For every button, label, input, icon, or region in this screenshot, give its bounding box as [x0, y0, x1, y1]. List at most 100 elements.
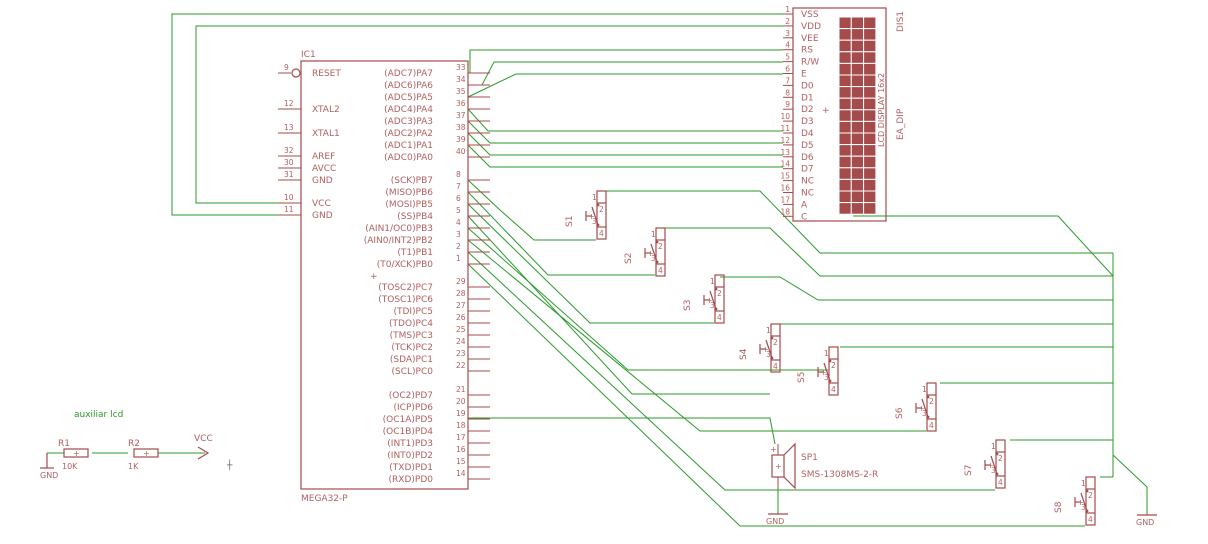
lcd-cell: [850, 144, 865, 157]
pin-label: R/W: [801, 58, 819, 68]
pin-number: 17: [780, 195, 790, 204]
switch-pin-number: 4: [831, 385, 836, 394]
resistor-value: 10K: [62, 462, 78, 471]
pin-label: NC: [801, 177, 814, 187]
pin-number: 14: [780, 160, 790, 169]
lcd-cell: [863, 155, 877, 169]
switch-pin-number: 1: [1081, 479, 1086, 488]
pin-number: 39: [456, 135, 466, 144]
lcd-cell: [850, 51, 865, 64]
lcd-cell: [838, 16, 852, 30]
pin-number: 20: [456, 397, 466, 406]
resistor-value: 1K: [128, 462, 139, 471]
pin-number: 26: [456, 313, 466, 322]
pin-label: (ADC7)PA7: [384, 69, 433, 79]
pin-label: D4: [801, 129, 814, 139]
lcd-cell: [838, 86, 852, 99]
lcd-pin-17: 17A: [780, 195, 808, 210]
ic-pin-37: 37(ADC3)PA3: [384, 111, 490, 127]
lcd-cell: [863, 28, 877, 41]
switch-name: S5: [797, 372, 807, 383]
lcd-cell: [863, 97, 877, 111]
lcd-character-grid: [838, 16, 877, 215]
pin-label: (ADC6)PA6: [384, 81, 433, 91]
pin-number: 11: [780, 124, 790, 133]
lcd-cell: [838, 74, 852, 88]
pin-number: 9: [785, 100, 790, 109]
switch-pin-number: 3: [710, 301, 715, 310]
pin-label: XTAL2: [312, 105, 340, 115]
pin-label: (OC1A)PD5: [383, 415, 433, 425]
lcd-pin-5: 5R/W: [783, 53, 819, 68]
pin-label: (RXD)PD0: [389, 475, 434, 485]
switch-pin-number: 1: [922, 385, 927, 394]
lcd-cell: [838, 144, 852, 157]
lcd-package: EA_DIP: [896, 108, 906, 140]
pin-number: 3: [785, 29, 790, 38]
ic-pin-1: 1(T0/XCK)PB0: [377, 254, 490, 270]
pin-number: 37: [456, 111, 466, 120]
lcd-cell: [863, 202, 877, 215]
pin-label: (ICP)PD6: [394, 403, 434, 413]
ic-pin-26: 26 (TDO)PC4: [389, 313, 490, 329]
pin-label: (TDO)PC4: [389, 319, 433, 329]
switch-pin-number: 4: [599, 229, 604, 238]
pin-label: (T0/XCK)PB0: [377, 260, 434, 270]
switch-pin-number: 1: [710, 277, 715, 286]
pin-number: 4: [456, 218, 461, 227]
switch-mark: +: [588, 212, 595, 221]
pin-label: (TDI)PC5: [393, 307, 433, 317]
pin-label: D5: [801, 141, 814, 151]
pin-number: 19: [456, 409, 466, 418]
vcc-label: VCC: [194, 434, 213, 444]
lcd-pin-18: 18C: [780, 207, 807, 222]
ic-pin-19: 19 (OC1A)PD5: [383, 409, 490, 425]
lcd-value: LCD DISPLAY 16x2: [877, 73, 886, 147]
lcd-cell: [838, 120, 852, 134]
pin-number: 15: [456, 457, 466, 466]
speaker-value: SMS-1308MS-2-R: [801, 470, 878, 480]
pin-label: E: [801, 70, 807, 80]
lcd-cell: [850, 120, 865, 134]
switch-pin-number: 4: [658, 266, 663, 275]
pin-number: 8: [785, 88, 790, 97]
switch-pin-number: 2: [773, 338, 778, 347]
lcd-cell: [850, 202, 865, 215]
pin-label: (SS)PB4: [397, 212, 433, 222]
ic-pin-23: 23(SDA)PC1: [390, 349, 490, 365]
pin-number: 38: [456, 123, 466, 132]
switch-pin-number: 3: [592, 217, 597, 226]
resistor-name: R1: [58, 439, 70, 449]
lcd-origin-cross: +: [822, 106, 830, 116]
ic-pin-28: 28(TOSC1)PC6: [378, 289, 490, 305]
switch-pin-number: 2: [929, 397, 934, 406]
switch-name: S8: [1054, 501, 1064, 513]
gnd-symbol-right: GND: [1136, 514, 1157, 527]
pin-number: 7: [785, 76, 790, 85]
pin-label: (AIN1/OC0)PB3: [365, 224, 433, 234]
gnd-label: GND: [40, 471, 58, 480]
resistor-group: + R1 10K + R2 1K VCC auxiliar lcd ┼: [58, 410, 233, 471]
lcd-pin-7: 7D0: [783, 76, 814, 91]
pin-number: 28: [456, 289, 466, 298]
pin-label: XTAL1: [312, 129, 340, 139]
lcd-cell: [838, 202, 852, 215]
lcd-cell: [863, 51, 877, 64]
lcd-cell: [850, 167, 865, 180]
switch-pin-number: 3: [922, 409, 927, 418]
pin-number: 18: [456, 421, 466, 430]
ic-pin-24: 24(TCK)PC2: [391, 337, 490, 353]
ic-pin-16: 16(INT0)PD2: [387, 445, 490, 461]
pin-label: (ADC4)PA4: [384, 105, 433, 115]
